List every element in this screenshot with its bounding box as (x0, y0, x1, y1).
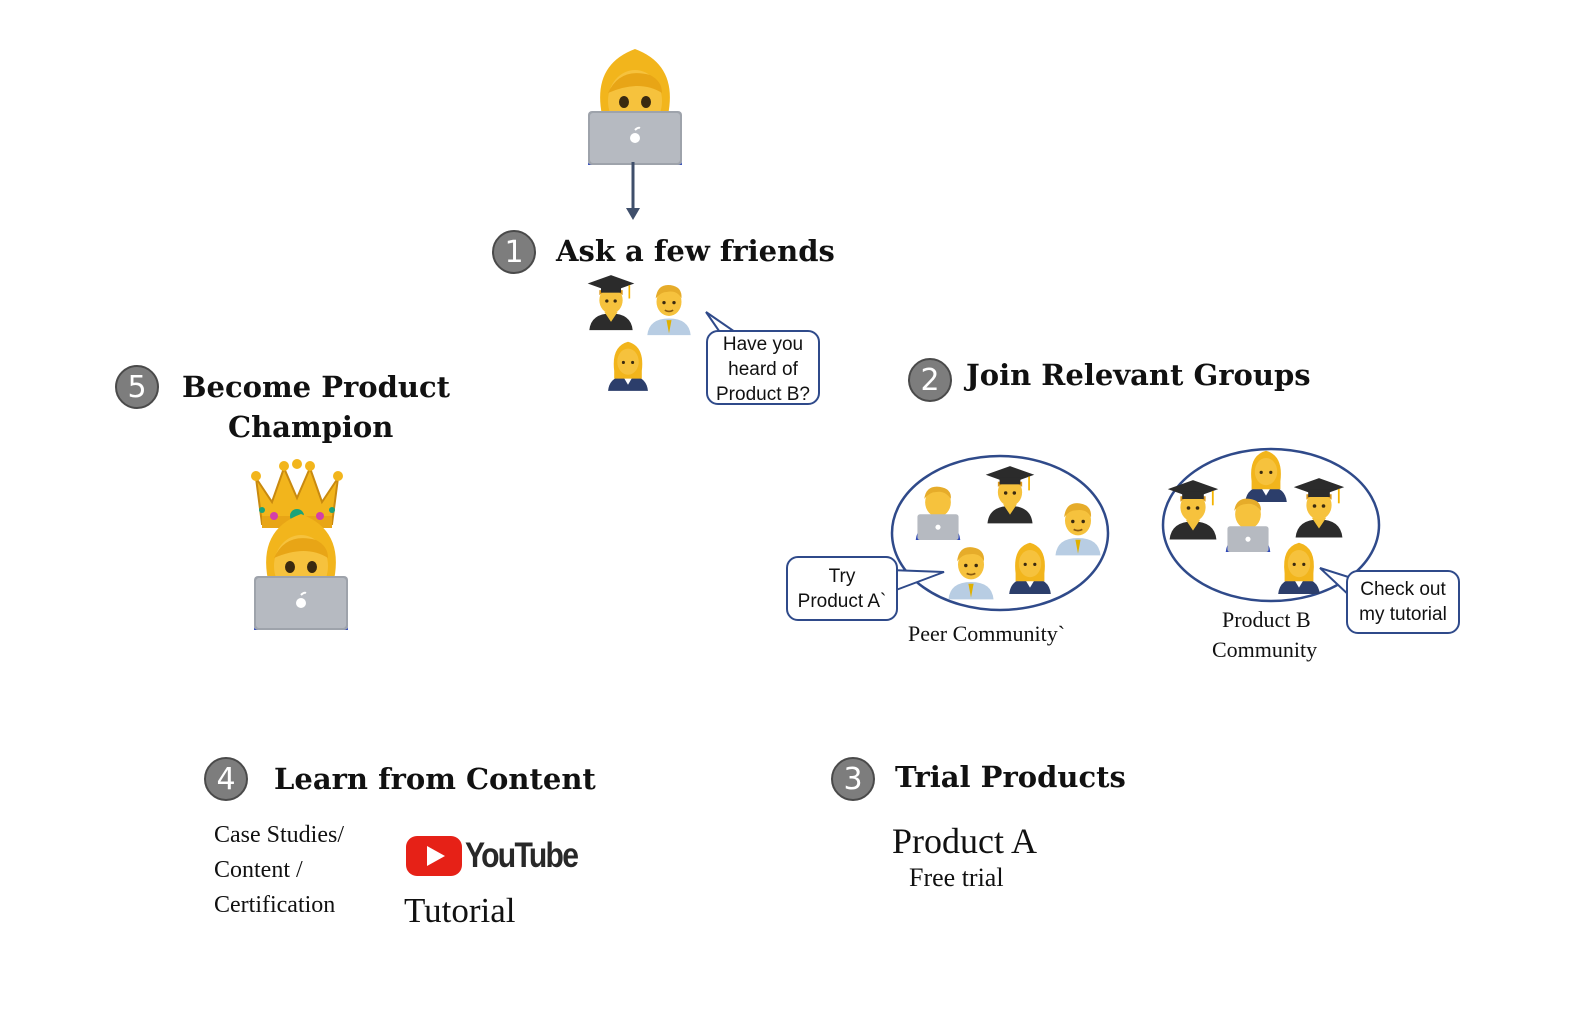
graduate-icon (1166, 476, 1220, 540)
tech-man-icon (1222, 492, 1274, 552)
speech-bubble-tutorial: Check out my tutorial (1346, 570, 1460, 634)
speech-bubble-try-product-a: Try Product A` (786, 556, 898, 621)
step-1-title: Ask a few friends (556, 234, 835, 268)
speech-line: Product B? (716, 384, 810, 405)
content-type-case-studies: Case Studies/ (214, 822, 344, 848)
office-woman-icon (1006, 538, 1054, 594)
speech-line: Try (828, 566, 856, 587)
step-5-title-line1: Become Product (182, 370, 451, 404)
step-1-number: 1 (492, 230, 536, 274)
speech-tail (890, 568, 945, 592)
champion-technologist-icon (246, 510, 356, 630)
step-3-title: Trial Products (895, 760, 1126, 794)
tech-man-icon (912, 480, 964, 540)
speech-line: Check out (1360, 579, 1446, 600)
office-worker-icon (644, 275, 694, 337)
speech-line: Product A` (797, 591, 887, 612)
speech-line: heard of (728, 359, 798, 380)
office-woman-icon (605, 336, 651, 392)
office-worker-icon (945, 538, 997, 600)
step-4-number: 4 (204, 757, 248, 801)
content-type-content: Content / (214, 857, 303, 883)
woman-technologist-icon (580, 45, 690, 165)
product-a-label: Product A (892, 821, 1038, 861)
product-b-community-caption-line1: Product B (1222, 607, 1311, 632)
step-5-number: 5 (115, 365, 159, 409)
step-5-title-line2: Champion (228, 410, 394, 444)
youtube-play-icon (406, 836, 462, 876)
speech-line: my tutorial (1359, 604, 1447, 625)
youtube-logo: YouTube (406, 834, 596, 878)
office-worker-icon (1052, 494, 1104, 556)
content-type-certification: Certification (214, 892, 336, 918)
graduate-icon (1292, 474, 1346, 538)
graduate-icon (984, 462, 1036, 524)
youtube-wordmark: YouTube (465, 836, 579, 875)
office-woman-icon (1275, 538, 1323, 594)
speech-bubble-ask: Have you heard of Product B? (706, 330, 820, 405)
step-2-number: 2 (908, 358, 952, 402)
peer-community-caption: Peer Community` (908, 621, 1066, 646)
tutorial-label: Tutorial (404, 891, 516, 930)
product-b-community-caption-line2: Community (1212, 637, 1318, 662)
flow-arrow (626, 162, 640, 220)
graduate-icon (586, 270, 636, 332)
step-4-title: Learn from Content (274, 762, 596, 796)
step-2-title: Join Relevant Groups (966, 358, 1311, 392)
step-3-number: 3 (831, 757, 875, 801)
free-trial-label: Free trial (909, 863, 1004, 892)
speech-line: Have you (722, 334, 804, 355)
